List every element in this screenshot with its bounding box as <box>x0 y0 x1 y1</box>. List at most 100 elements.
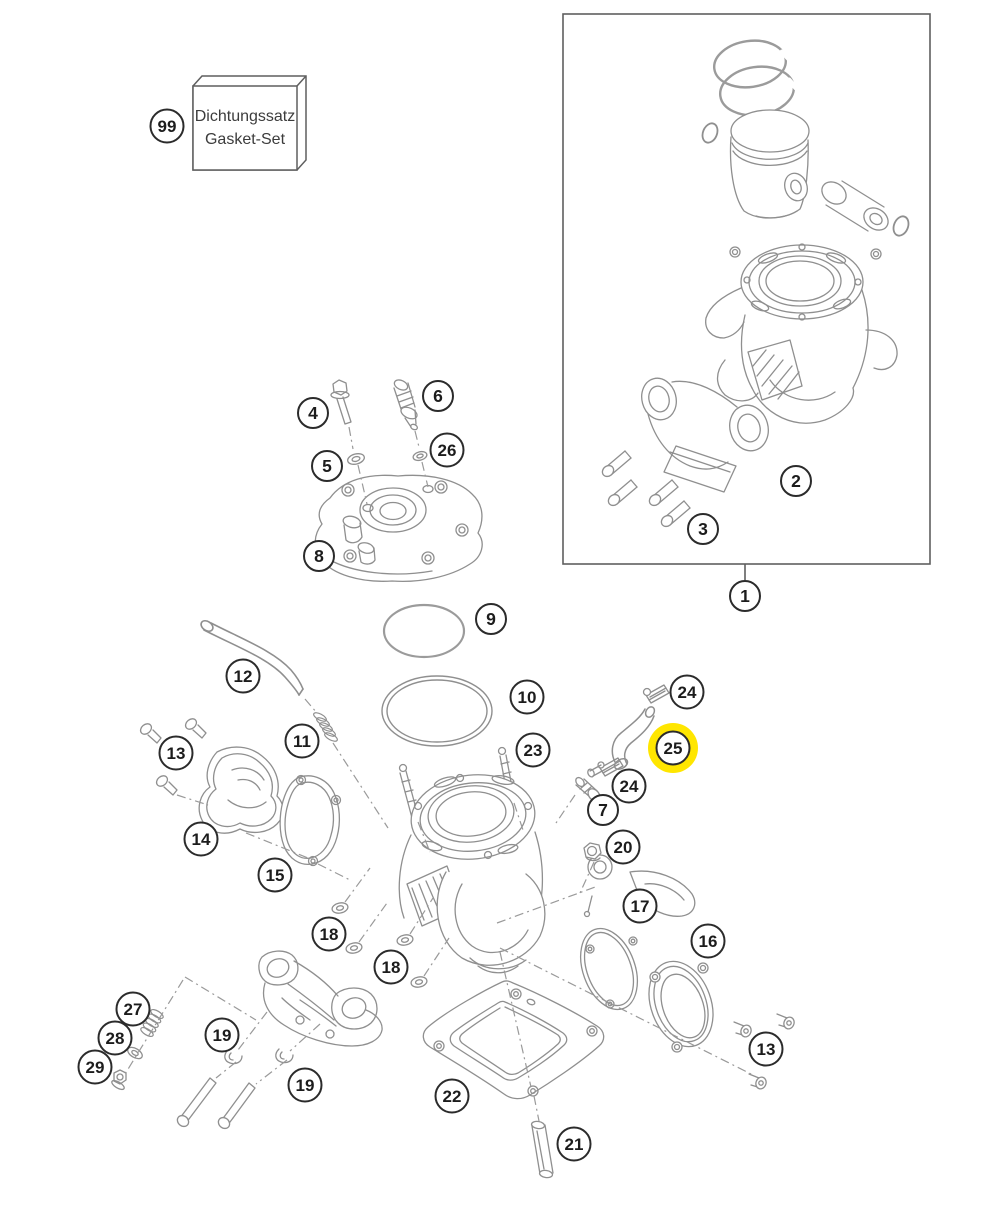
sensor-drawing <box>393 379 418 431</box>
callout-26[interactable]: 26 <box>429 432 465 468</box>
callout-11[interactable]: 11 <box>284 723 320 759</box>
callout-number: 19 <box>296 1076 315 1095</box>
base-gasket-drawing <box>422 980 605 1100</box>
callout-number: 21 <box>565 1135 584 1154</box>
callout-circle <box>204 1017 240 1053</box>
callout-number: 24 <box>620 777 639 796</box>
callout-circle <box>97 1020 133 1056</box>
callout-99[interactable]: 99 <box>149 108 185 144</box>
callout-circle <box>284 723 320 759</box>
callout-number: 13 <box>167 744 186 763</box>
callout-number: 1 <box>740 586 750 606</box>
callout-10[interactable]: 10 <box>509 679 545 715</box>
callout-12[interactable]: 12 <box>225 658 261 694</box>
callout-circle <box>257 857 293 893</box>
elbow-hose-drawing <box>611 706 656 770</box>
cylinder-head-drawing <box>314 474 483 583</box>
long-bolt-drawing <box>176 1077 256 1130</box>
callout-16[interactable]: 16 <box>690 923 726 959</box>
callout-23[interactable]: 23 <box>515 732 551 768</box>
callout-22[interactable]: 22 <box>434 1078 470 1114</box>
callout-3[interactable]: 3 <box>687 513 719 545</box>
parts-artwork <box>111 39 910 1179</box>
circlip-drawing <box>701 122 719 144</box>
callout-number: 19 <box>213 1026 232 1045</box>
callout-number: 8 <box>314 546 324 566</box>
callout-number: 2 <box>791 471 801 491</box>
callout-number: 16 <box>699 932 718 951</box>
callout-15[interactable]: 15 <box>257 857 293 893</box>
callout-20[interactable]: 20 <box>605 829 641 865</box>
callout-19[interactable]: 19 <box>204 1017 240 1053</box>
callout-number: 4 <box>308 403 318 423</box>
callout-number: 25 <box>664 739 683 758</box>
callout-circle <box>225 658 261 694</box>
oring-drawing <box>382 603 466 659</box>
callout-number: 10 <box>518 688 537 707</box>
callout-number: 26 <box>438 441 457 460</box>
callout-circle <box>509 679 545 715</box>
cover-drawing <box>648 960 714 1053</box>
callout-circle <box>158 735 194 771</box>
callout-28[interactable]: 28 <box>97 1020 133 1056</box>
callout-number: 5 <box>322 456 332 476</box>
circlip-drawing <box>892 215 910 237</box>
callout-number: 9 <box>486 609 496 629</box>
callout-circle <box>149 108 185 144</box>
gasket-drawing <box>279 774 342 867</box>
callout-number: 15 <box>266 866 285 885</box>
callout-number: 20 <box>614 838 633 857</box>
callout-circle <box>303 540 335 572</box>
hex-nut-drawing <box>583 842 602 862</box>
callout-29[interactable]: 29 <box>77 1049 113 1085</box>
callout-4[interactable]: 4 <box>297 397 329 429</box>
callout-7[interactable]: 7 <box>587 794 619 826</box>
washer-drawing <box>331 902 428 988</box>
cylinder-bolts-drawing <box>601 450 691 528</box>
callout-6[interactable]: 6 <box>422 380 454 412</box>
callout-1[interactable]: 1 <box>729 580 761 612</box>
callout-circle <box>287 1067 323 1103</box>
callout-25[interactable]: 25 <box>648 723 698 773</box>
callout-circle <box>311 916 347 952</box>
dowel-pin-drawing <box>530 1120 554 1179</box>
callout-circle <box>422 380 454 412</box>
callout-number: 7 <box>598 800 608 820</box>
callout-number: 11 <box>293 732 311 751</box>
callout-number: 29 <box>86 1058 105 1077</box>
callout-21[interactable]: 21 <box>556 1126 592 1162</box>
callout-14[interactable]: 14 <box>183 821 219 857</box>
callout-circle <box>587 794 619 826</box>
hose-clamp-drawing <box>587 684 670 778</box>
callout-circle <box>748 1031 784 1067</box>
callout-17[interactable]: 17 <box>622 888 658 924</box>
main-cylinder-drawing <box>398 773 696 974</box>
callout-number: 18 <box>382 958 401 977</box>
leader-lines <box>124 426 756 1122</box>
callout-number: 12 <box>234 667 253 686</box>
callout-27[interactable]: 27 <box>115 991 151 1027</box>
callout-13[interactable]: 13 <box>158 735 194 771</box>
callout-number: 27 <box>124 1000 143 1019</box>
callout-circle <box>429 432 465 468</box>
callout-8[interactable]: 8 <box>303 540 335 572</box>
callout-circle <box>622 888 658 924</box>
callout-circle <box>556 1126 592 1162</box>
callout-9[interactable]: 9 <box>475 603 507 635</box>
callout-13[interactable]: 13 <box>748 1031 784 1067</box>
callout-5[interactable]: 5 <box>311 450 343 482</box>
callout-24[interactable]: 24 <box>669 674 705 710</box>
gasket-box-label-line2: Gasket-Set <box>205 131 286 148</box>
callout-2[interactable]: 2 <box>780 465 812 497</box>
cover-bolt-drawing <box>733 1013 795 1090</box>
washer-drawing <box>347 453 365 465</box>
callout-24[interactable]: 24 <box>611 768 647 804</box>
callout-number: 14 <box>192 830 211 849</box>
callout-circle <box>373 949 409 985</box>
callout-18[interactable]: 18 <box>311 916 347 952</box>
callout-19[interactable]: 19 <box>287 1067 323 1103</box>
callout-circle <box>780 465 812 497</box>
callout-18[interactable]: 18 <box>373 949 409 985</box>
